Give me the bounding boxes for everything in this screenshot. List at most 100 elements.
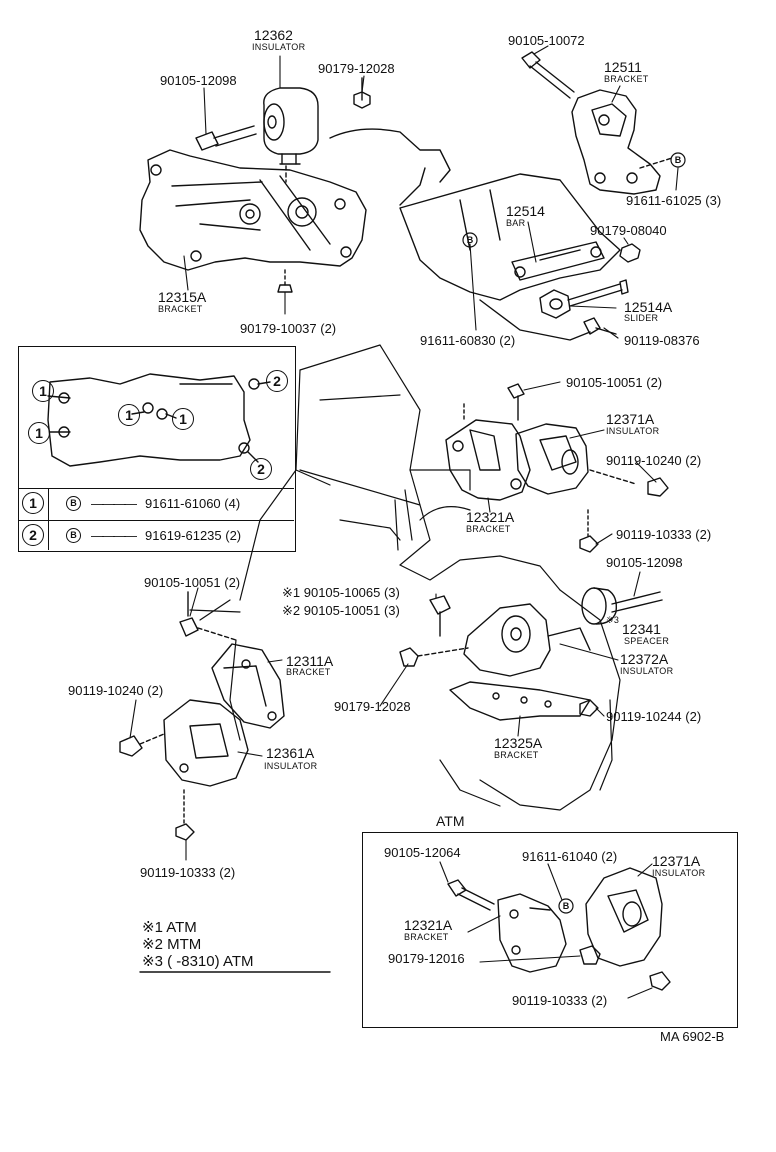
inset-row-2: 2 B ———— 91619-61235 (2) (22, 524, 241, 546)
label-90105-12098-a: 90105-12098 (160, 73, 237, 88)
bolt-90105-10065 (429, 595, 451, 637)
label-90179-12028-b: 90179-12028 (334, 699, 411, 714)
bracket-12321A-drawing (445, 403, 531, 501)
label-12514: 12514 (506, 203, 545, 219)
nut-90179-12028-a (353, 77, 371, 109)
inset-row-2-dash: ———— (91, 527, 137, 543)
inset-row-1-b-icon: B (66, 495, 81, 511)
marker-2-a: 2 (266, 370, 288, 392)
atm-label-90105-12064: 90105-12064 (384, 845, 461, 860)
marker-1-c: 1 (118, 404, 140, 426)
marker-2-b: 2 (250, 458, 272, 480)
marker-1-d: 1 (172, 408, 194, 430)
label-12372A: 12372A (620, 651, 669, 667)
label-12361A-sub: INSULATOR (264, 761, 318, 771)
bolt-90119-10240-a (647, 477, 669, 497)
bolt-90119-10244 (579, 699, 599, 717)
label-12371A-a-sub: INSULATOR (606, 426, 660, 436)
legend-line-3: ※3 ( -8310) ATM (142, 953, 254, 970)
bracket-12511-drawing (571, 89, 673, 195)
svg-text:B: B (467, 235, 474, 245)
label-12315A: 12315A (158, 289, 207, 305)
bracket-12325A-drawing (449, 681, 591, 721)
label-12362: 12362 (254, 27, 293, 43)
label-90179-12028-a: 90179-12028 (318, 61, 395, 76)
inset-row-1-part: 91611-61060 (4) (145, 495, 241, 511)
atm-label-12371A: 12371A (652, 853, 701, 869)
label-90119-08376: 90119-08376 (624, 333, 700, 348)
atm-bolt-90119-10333 (649, 971, 671, 991)
inset-row-2-part: 91619-61235 (2) (145, 527, 242, 543)
atm-box (362, 832, 738, 1028)
engine-outline (189, 344, 621, 811)
label-12311A-sub: BRACKET (286, 667, 331, 677)
atm-label-12321A: 12321A (404, 917, 453, 933)
atm-label-90179-12016: 90179-12016 (388, 951, 465, 966)
link-line (329, 128, 451, 183)
label-91611-61025: 91611-61025 (3) (626, 193, 722, 208)
bolt-90105-12098-a (195, 125, 257, 151)
atm-bracket-12321A-drawing (497, 893, 567, 973)
atm-bolt-90105-12064 (447, 879, 495, 911)
spacer-12341-drawing (581, 587, 663, 625)
label-90119-10244: 90119-10244 (2) (606, 709, 702, 724)
figure-code: MA 6902-B (660, 1029, 725, 1044)
svg-text:B: B (675, 155, 682, 165)
atm-label-12321A-sub: BRACKET (404, 932, 449, 942)
bolt-90119-10333-b (175, 789, 195, 841)
label-12514A: 12514A (624, 299, 673, 315)
label-12325A: 12325A (494, 735, 543, 751)
label-12514-sub: BAR (506, 218, 526, 228)
inset-box (18, 346, 296, 552)
label-90105-10051-a: 90105-10051 (2) (566, 375, 663, 390)
atm-title: ATM (436, 813, 465, 829)
label-90105-10065: ※1 90105-10065 (3) (282, 585, 400, 600)
label-12341-sub: SPEACER (624, 636, 670, 646)
label-12325A-sub: BRACKET (494, 750, 539, 760)
label-90119-10240-b: 90119-10240 (2) (68, 683, 164, 698)
atm-label-12371A-sub: INSULATOR (652, 868, 706, 878)
bracket-12315A-drawing (139, 149, 367, 271)
label-12514A-sub: SLIDER (624, 313, 659, 323)
label-12341: 12341 (622, 621, 661, 637)
bolt-90105-10072 (521, 51, 575, 99)
slider-12514A-drawing (539, 279, 629, 319)
bolt-90119-10333-a (579, 509, 599, 553)
insulator-12361A-drawing (163, 699, 249, 787)
nut-90179-10037 (277, 269, 293, 293)
leader-lines (129, 45, 679, 999)
bolt-90119-10240-b (119, 733, 165, 757)
inset-row-1-marker: 1 (22, 492, 44, 514)
bolt-90105-10051-b (179, 591, 237, 641)
label-90119-10333-a: 90119-10333 (2) (616, 527, 712, 542)
label-90105-10051-c: ※2 90105-10051 (3) (282, 603, 400, 618)
insulator-12362-drawing (263, 87, 319, 165)
bar-12514-drawing (399, 173, 621, 301)
b-marker-letters: B B B (467, 155, 682, 911)
bolt-90119-08376 (583, 317, 617, 335)
marker-1-a: 1 (32, 380, 54, 402)
bar-lower-line (479, 299, 591, 341)
label-12361A: 12361A (266, 745, 315, 761)
label-90105-10051-b: 90105-10051 (2) (144, 575, 241, 590)
label-91611-60830: 91611-60830 (2) (420, 333, 516, 348)
label-12315A-sub: BRACKET (158, 304, 203, 314)
atm-insulator-12371A-drawing (585, 867, 663, 967)
label-90105-12098-b: 90105-12098 (606, 555, 683, 570)
label-90119-10240-a: 90119-10240 (2) (606, 453, 702, 468)
atm-label-91611-61040: 91611-61040 (2) (522, 849, 618, 864)
label-12511-sub: BRACKET (604, 74, 649, 84)
label-12321A-a: 12321A (466, 509, 515, 525)
bolt-90105-10051-a (507, 383, 525, 421)
atm-label-90119-10333: 90119-10333 (2) (512, 993, 608, 1008)
link-line-2 (399, 167, 426, 206)
label-12371A-a: 12371A (606, 411, 655, 427)
bracket-12311A-drawing (211, 643, 285, 729)
insulator-12372A-drawing (463, 603, 591, 677)
inset-row-2-marker: 2 (22, 524, 44, 546)
inset-row-1-dash: ———— (91, 495, 137, 511)
inset-divider-1 (18, 488, 294, 489)
label-12372A-sub: INSULATOR (620, 666, 674, 676)
